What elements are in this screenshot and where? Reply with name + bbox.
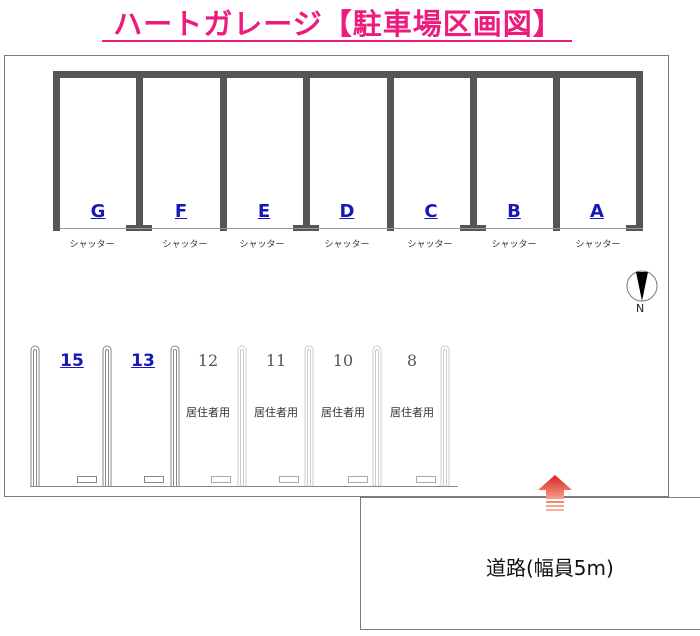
space-8-note: 居住者用 xyxy=(390,406,434,419)
space-12-note: 居住者用 xyxy=(186,406,230,419)
road-area xyxy=(360,497,700,630)
shutter-label: シャッター xyxy=(491,240,537,250)
wheel-stop xyxy=(279,476,299,483)
garage-c-link[interactable]: C xyxy=(424,201,438,222)
space-11-note: 居住者用 xyxy=(254,406,298,419)
space-15-link[interactable]: 15 xyxy=(60,351,84,371)
garage-e-link[interactable]: E xyxy=(257,201,271,222)
wheel-stop xyxy=(144,476,164,483)
shutter-line xyxy=(60,228,643,229)
shutter-label: シャッター xyxy=(407,240,453,250)
space-divider xyxy=(102,344,112,486)
page-title: ハートガレージ【駐車場区画図】 xyxy=(113,7,563,41)
shutter-label: シャッター xyxy=(575,240,621,250)
shutter-label: シャッター xyxy=(324,240,370,250)
space-divider xyxy=(304,344,314,486)
garage-g-link[interactable]: G xyxy=(90,201,106,222)
garage-wall xyxy=(470,71,477,231)
garage-block: G F E D C B A シャッター シャッター シャッター シャッター シャ… xyxy=(53,71,643,250)
garage-a-link[interactable]: A xyxy=(590,201,604,222)
garage-wall xyxy=(136,71,143,231)
garage-wall xyxy=(303,71,310,231)
north-compass-icon xyxy=(626,270,658,302)
compass-north-label: N xyxy=(636,302,645,315)
garage-d-link[interactable]: D xyxy=(339,201,355,222)
garage-wall xyxy=(636,71,643,231)
entry-arrow-icon xyxy=(538,475,572,511)
row-baseline xyxy=(30,486,458,487)
garage-b-link[interactable]: B xyxy=(507,201,521,222)
garage-roof-wall xyxy=(53,71,643,78)
garage-wall xyxy=(53,71,60,231)
wheel-stop xyxy=(416,476,436,483)
shutter-label: シャッター xyxy=(69,240,115,250)
space-divider xyxy=(372,344,382,486)
wheel-stop xyxy=(77,476,97,483)
space-divider xyxy=(30,344,40,486)
wall-foot xyxy=(53,225,60,231)
shutter-label: シャッター xyxy=(239,240,285,250)
space-divider xyxy=(170,344,180,486)
garage-wall xyxy=(220,71,227,231)
space-8-number: 8 xyxy=(406,351,418,370)
space-divider xyxy=(440,344,450,486)
space-10-note: 居住者用 xyxy=(321,406,365,419)
wheel-stop xyxy=(348,476,368,483)
space-12-number: 12 xyxy=(197,351,219,370)
wheel-stop xyxy=(211,476,231,483)
space-divider xyxy=(237,344,247,486)
lot-boundary xyxy=(4,55,669,497)
garage-wall xyxy=(553,71,560,231)
shutter-label: シャッター xyxy=(162,240,208,250)
road-label: 道路(幅員5m) xyxy=(486,556,614,580)
garage-wall xyxy=(387,71,394,231)
parking-row: 15 13 12 11 10 8 居住者用 居住者用 居住者用 居住者用 xyxy=(30,344,460,489)
title-underline xyxy=(102,40,572,42)
garage-f-link[interactable]: F xyxy=(174,201,188,222)
space-10-number: 10 xyxy=(332,351,354,370)
space-11-number: 11 xyxy=(265,351,287,370)
space-13-link[interactable]: 13 xyxy=(131,351,155,371)
